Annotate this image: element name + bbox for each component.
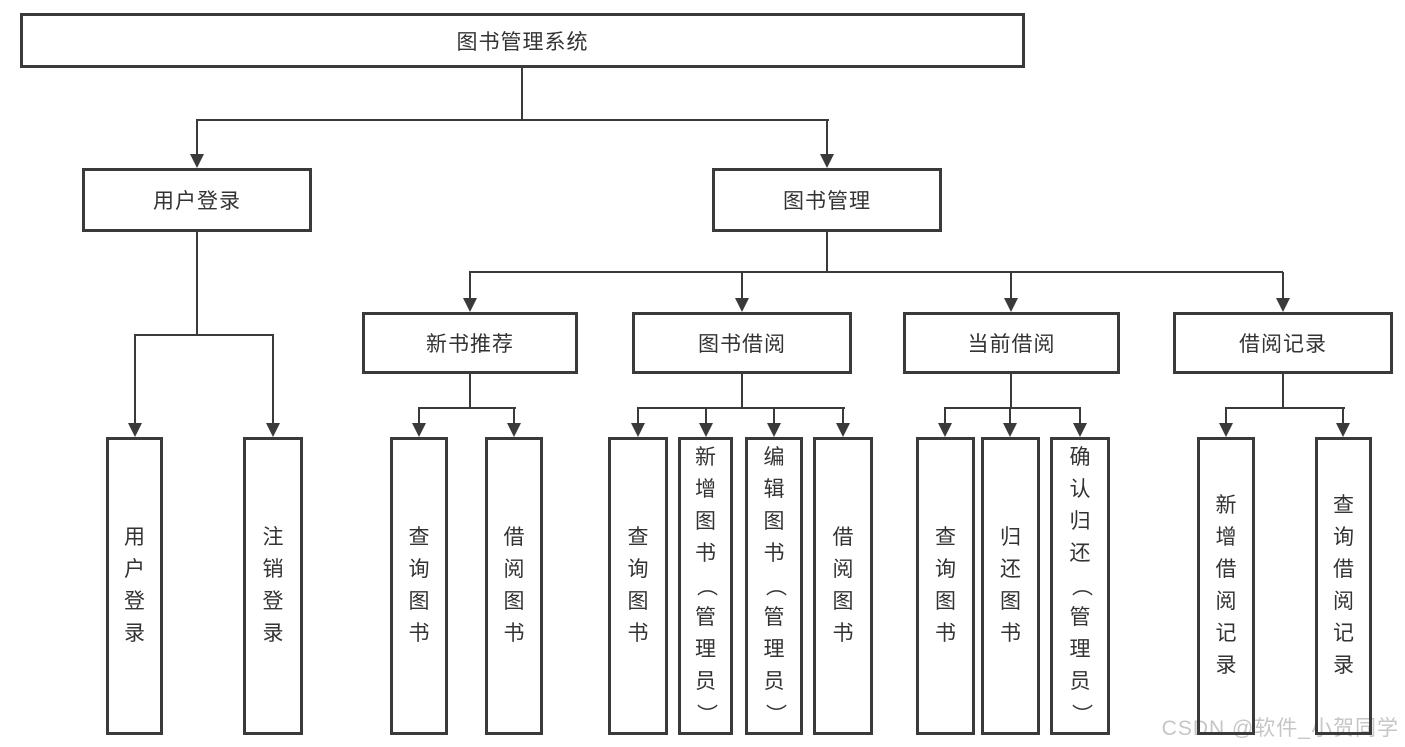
connector-arrowhead-icon (1219, 423, 1233, 437)
connector-line (741, 374, 743, 409)
connector-arrowhead-icon (190, 154, 204, 168)
connector-arrowhead-icon (836, 423, 850, 437)
node-book-management-label: 图书管理 (783, 190, 871, 213)
connector-arrowhead-icon (1003, 423, 1017, 437)
connector-arrowhead-icon (938, 423, 952, 437)
leaf-newbook-borrow-label: 借阅图书 (503, 526, 525, 645)
leaf-newbook-query-label: 查询图书 (408, 526, 430, 645)
connector-line (826, 120, 828, 154)
connector-line (1282, 374, 1284, 409)
connector-arrowhead-icon (128, 423, 142, 437)
connector-line (637, 408, 639, 423)
leaf-current-confirm-admin: 确认归还（管理员） (1050, 437, 1110, 735)
connector-line (944, 407, 1081, 409)
connector-arrowhead-icon (1004, 298, 1018, 312)
leaf-borrow-borrow-label: 借阅图书 (832, 526, 854, 645)
connector-arrowhead-icon (631, 423, 645, 437)
leaf-current-query-label: 查询图书 (935, 526, 956, 645)
connector-line (134, 335, 136, 423)
leaf-user-login: 用户登录 (106, 437, 163, 735)
connector-line (1342, 408, 1344, 423)
connector-line (469, 271, 1283, 273)
leaf-newbook-query: 查询图书 (390, 437, 448, 735)
node-user-login: 用户登录 (82, 168, 312, 232)
connector-arrowhead-icon (1336, 423, 1350, 437)
connector-arrowhead-icon (266, 423, 280, 437)
node-current-borrow-label: 当前借阅 (967, 333, 1056, 356)
connector-line (521, 68, 523, 120)
connector-arrowhead-icon (767, 423, 781, 437)
connector-line (944, 408, 946, 423)
leaf-borrow-add-admin: 新增图书（管理员） (678, 437, 733, 735)
node-borrow-record-label: 借阅记录 (1239, 333, 1327, 356)
node-new-book-recommend-label: 新书推荐 (426, 333, 514, 356)
leaf-borrow-query: 查询图书 (608, 437, 668, 735)
connector-line (418, 408, 420, 423)
leaf-current-query: 查询图书 (916, 437, 975, 735)
connector-line (1225, 407, 1345, 409)
node-current-borrow: 当前借阅 (903, 312, 1120, 374)
leaf-record-query-label: 查询借阅记录 (1333, 494, 1354, 677)
leaf-logout: 注销登录 (243, 437, 303, 735)
connector-line (637, 407, 845, 409)
leaf-borrow-query-label: 查询图书 (627, 526, 649, 645)
node-user-login-label: 用户登录 (153, 190, 241, 213)
leaf-newbook-borrow: 借阅图书 (485, 437, 543, 735)
connector-line (826, 232, 828, 273)
connector-line (196, 232, 198, 336)
connector-line (741, 272, 743, 298)
connector-line (418, 407, 516, 409)
connector-line (1010, 272, 1012, 298)
leaf-record-add: 新增借阅记录 (1197, 437, 1255, 735)
node-book-borrow-label: 图书借阅 (698, 333, 786, 356)
connector-line (842, 408, 844, 423)
leaf-borrow-borrow: 借阅图书 (813, 437, 873, 735)
connector-arrowhead-icon (1073, 423, 1087, 437)
node-borrow-record: 借阅记录 (1173, 312, 1393, 374)
connector-line (705, 408, 707, 423)
connector-line (469, 272, 471, 298)
leaf-borrow-edit-admin: 编辑图书（管理员） (745, 437, 803, 735)
leaf-record-add-label: 新增借阅记录 (1215, 494, 1237, 677)
leaf-current-return: 归还图书 (981, 437, 1040, 735)
connector-line (1010, 374, 1012, 409)
leaf-record-query: 查询借阅记录 (1315, 437, 1372, 735)
connector-line (1079, 408, 1081, 423)
connector-arrowhead-icon (820, 154, 834, 168)
connector-arrowhead-icon (699, 423, 713, 437)
connector-arrowhead-icon (507, 423, 521, 437)
node-root-label: 图书管理系统 (456, 30, 589, 54)
connector-arrowhead-icon (1276, 298, 1290, 312)
connector-line (196, 120, 198, 154)
connector-arrowhead-icon (463, 298, 477, 312)
connector-arrowhead-icon (735, 298, 749, 312)
leaf-borrow-add-admin-label: 新增图书（管理员） (694, 446, 718, 725)
connector-line (773, 408, 775, 423)
leaf-current-confirm-admin-label: 确认归还（管理员） (1069, 446, 1092, 725)
connector-line (1009, 408, 1011, 423)
connector-line (272, 335, 274, 423)
leaf-current-return-label: 归还图书 (1000, 526, 1021, 645)
connector-arrowhead-icon (412, 423, 426, 437)
node-new-book-recommend: 新书推荐 (362, 312, 578, 374)
node-root: 图书管理系统 (20, 13, 1025, 68)
node-book-management: 图书管理 (712, 168, 942, 232)
connector-line (134, 334, 274, 336)
connector-line (469, 374, 471, 409)
leaf-borrow-edit-admin-label: 编辑图书（管理员） (763, 446, 786, 725)
connector-line (196, 119, 829, 121)
leaf-user-login-label: 用户登录 (124, 526, 145, 645)
node-book-borrow: 图书借阅 (632, 312, 852, 374)
connector-line (513, 408, 515, 423)
connector-line (1282, 272, 1284, 298)
connector-line (1225, 408, 1227, 423)
leaf-logout-label: 注销登录 (262, 526, 284, 645)
